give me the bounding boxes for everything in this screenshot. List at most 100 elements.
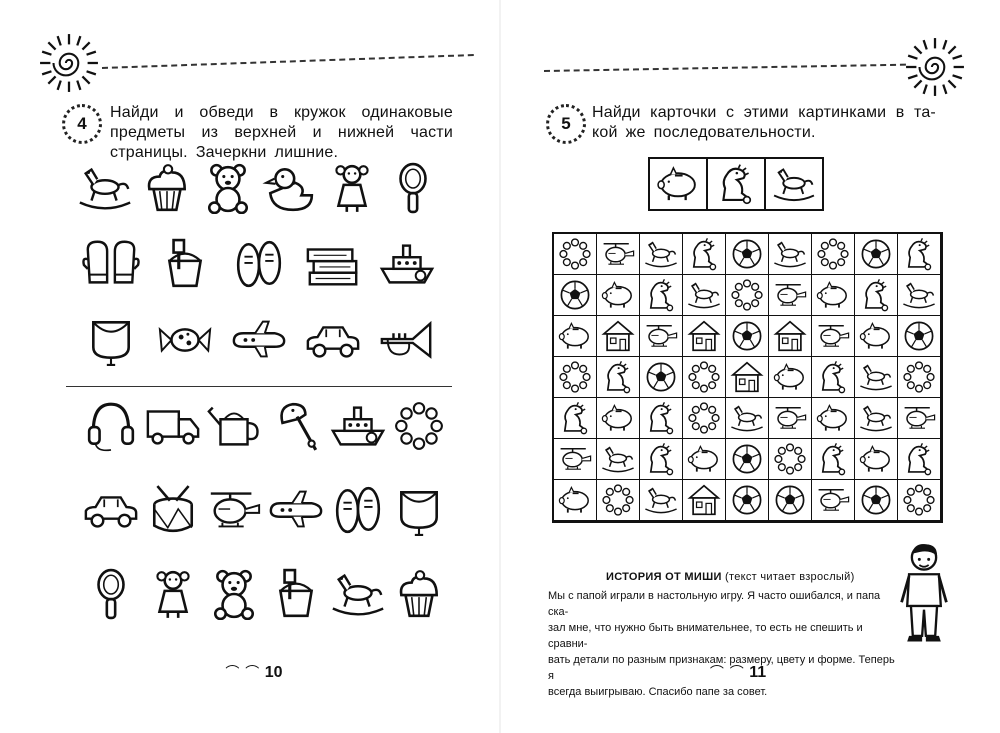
purse-icon	[390, 484, 448, 536]
grid-card	[769, 275, 812, 316]
instruction-word: Зачеркни	[195, 144, 267, 161]
dinosaur-icon	[600, 360, 636, 394]
rocking-horse-icon	[329, 568, 387, 620]
toy-house-icon	[686, 319, 722, 353]
toy-house-icon	[729, 360, 765, 394]
instruction-word: обведи	[199, 104, 254, 121]
bead-rattle-icon	[772, 442, 808, 476]
rocking-horse-icon	[76, 162, 134, 214]
grid-card	[640, 275, 683, 316]
airplane-icon	[267, 484, 325, 536]
instruction-word: кружок	[293, 104, 346, 121]
ball-icon	[729, 442, 765, 476]
ball-icon	[729, 237, 765, 271]
cupcake-icon	[138, 162, 196, 214]
toy-house-icon	[686, 483, 722, 517]
rocking-horse-icon	[772, 237, 808, 271]
grid-card	[812, 357, 855, 398]
piggy-bank-icon	[600, 401, 636, 435]
grid-card	[726, 439, 769, 480]
ball-icon	[729, 483, 765, 517]
teddy-bear-icon	[199, 162, 257, 214]
reference-card	[708, 159, 766, 209]
instruction-word: из	[201, 124, 219, 141]
grid-card	[554, 357, 597, 398]
helicopter-icon	[772, 401, 808, 435]
grid-card	[683, 316, 726, 357]
instruction-word: картинками	[798, 104, 887, 121]
mittens-icon	[82, 238, 140, 290]
teddy-bear-icon	[205, 568, 263, 620]
airplane-icon	[230, 314, 288, 366]
grid-card	[726, 398, 769, 439]
bead-rattle-icon	[600, 483, 636, 517]
grid-card	[855, 398, 898, 439]
sand-bucket-icon	[267, 568, 325, 620]
dinosaur-icon	[643, 278, 679, 312]
bead-rattle-icon	[686, 401, 722, 435]
rattle-icon	[384, 162, 442, 214]
instruction-word: последовательности.	[653, 124, 816, 141]
task-number: 4	[62, 104, 102, 144]
page-number-decoration: ⌒ ⌒	[225, 664, 261, 680]
grid-card	[769, 357, 812, 398]
story-line: Мы с папой играли в настольную игру. Я ч…	[548, 590, 881, 618]
watering-can-icon	[205, 400, 263, 452]
grid-card	[812, 398, 855, 439]
toy-car-icon	[82, 484, 140, 536]
bead-rattle-icon	[686, 360, 722, 394]
bead-rattle-icon	[729, 278, 765, 312]
piggy-bank-icon	[655, 163, 701, 205]
duck-icon	[261, 162, 319, 214]
story-line: зал мне, что нужно быть внимательнее, то…	[548, 622, 863, 650]
grid-card	[683, 480, 726, 521]
dinosaur-icon	[901, 442, 937, 476]
grid-card	[812, 275, 855, 316]
purse-icon	[82, 314, 140, 366]
grid-card	[855, 316, 898, 357]
toy-house-icon	[772, 319, 808, 353]
grid-card	[554, 480, 597, 521]
task-number: 5	[546, 104, 586, 144]
ball-icon	[729, 319, 765, 353]
boy-misha-icon	[896, 540, 952, 644]
instruction-word: и	[174, 104, 184, 121]
instruction-word: Найди	[110, 104, 159, 121]
story-line: всегда выигрываю. Спасибо папе за совет.	[548, 686, 768, 698]
story-title-bold: ИСТОРИЯ ОТ МИШИ	[606, 571, 722, 583]
grid-card	[597, 316, 640, 357]
grid-card	[769, 439, 812, 480]
section-divider	[66, 386, 452, 387]
instruction-word: в	[895, 104, 905, 121]
ball-icon	[557, 278, 593, 312]
grid-card	[554, 398, 597, 439]
grid-card	[640, 234, 683, 275]
rocking-horse-icon	[643, 483, 679, 517]
page-number: ⌒ ⌒ 11	[698, 662, 778, 682]
grid-card	[769, 316, 812, 357]
helicopter-icon	[815, 483, 851, 517]
piggy-bank-icon	[858, 319, 894, 353]
instruction-word: в	[269, 104, 279, 121]
rocking-horse-icon	[858, 401, 894, 435]
instruction-word: карточки	[650, 104, 717, 121]
grid-card	[898, 398, 941, 439]
ball-icon	[901, 319, 937, 353]
ball-icon	[858, 483, 894, 517]
grid-card	[769, 234, 812, 275]
instruction-word: предметы	[110, 124, 186, 141]
bead-rattle-icon	[557, 237, 593, 271]
grid-card	[855, 439, 898, 480]
grid-card	[898, 316, 941, 357]
toy-car-icon	[304, 314, 362, 366]
piggy-bank-icon	[772, 360, 808, 394]
grid-card	[855, 357, 898, 398]
rocking-horse-icon	[858, 360, 894, 394]
